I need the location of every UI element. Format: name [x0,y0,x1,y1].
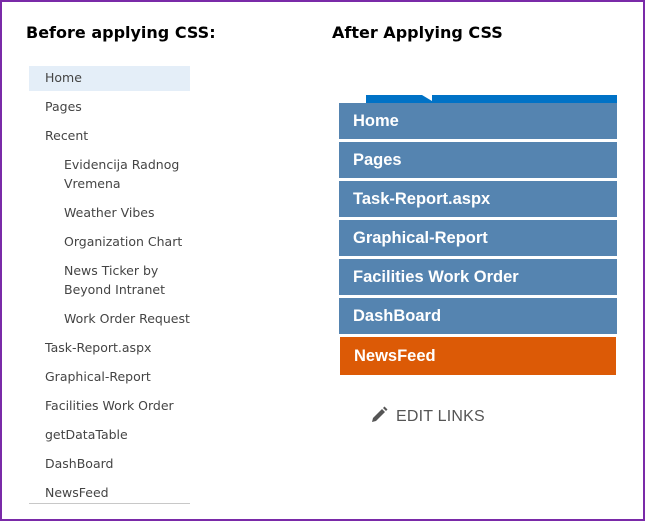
before-heading: Before applying CSS: [26,23,216,42]
edit-links-label: EDIT LINKS [396,408,485,425]
before-nav-item-news-ticker[interactable]: News Ticker by Beyond Intranet [64,263,165,297]
before-nav-item-task-report[interactable]: Task-Report.aspx [45,340,152,355]
before-nav-item-dashboard[interactable]: DashBoard [45,456,114,471]
before-nav-item-facilities-work-order[interactable]: Facilities Work Order [45,398,174,413]
top-blue-strip [366,95,617,103]
after-nav-item-dashboard[interactable]: DashBoard [339,298,617,335]
before-nav-item-newsfeed[interactable]: NewsFeed [45,485,109,500]
before-nav-item-evidencija[interactable]: Evidencija Radnog Vremena [64,157,180,191]
top-strip-notch [422,95,432,101]
before-nav-item-recent[interactable]: Recent [45,128,89,143]
before-nav-item-pages[interactable]: Pages [45,99,82,114]
pencil-icon [370,406,388,424]
before-nav-item-weather-vibes[interactable]: Weather Vibes [64,205,155,220]
before-nav-item-organization-chart[interactable]: Organization Chart [64,234,183,249]
after-nav-item-pages[interactable]: Pages [339,142,617,179]
after-nav-item-task-report[interactable]: Task-Report.aspx [339,181,617,218]
after-nav-item-home[interactable]: Home [339,103,617,140]
after-nav-item-graphical-report[interactable]: Graphical-Report [339,220,617,257]
before-nav-item-home[interactable]: Home [29,66,190,91]
before-nav-item-work-order-request[interactable]: Work Order Request [64,311,190,326]
after-nav-item-facilities-work-order[interactable]: Facilities Work Order [339,259,617,296]
after-heading: After Applying CSS [332,23,503,42]
before-nav-item-getdatatable[interactable]: getDataTable [45,427,128,442]
edit-links[interactable]: EDIT LINKS [370,406,485,426]
before-nav-item-graphical-report[interactable]: Graphical-Report [45,369,151,384]
after-nav-item-newsfeed[interactable]: NewsFeed [340,337,616,376]
before-quick-launch: Home Pages Recent Evidencija Radnog Vrem… [29,66,190,504]
